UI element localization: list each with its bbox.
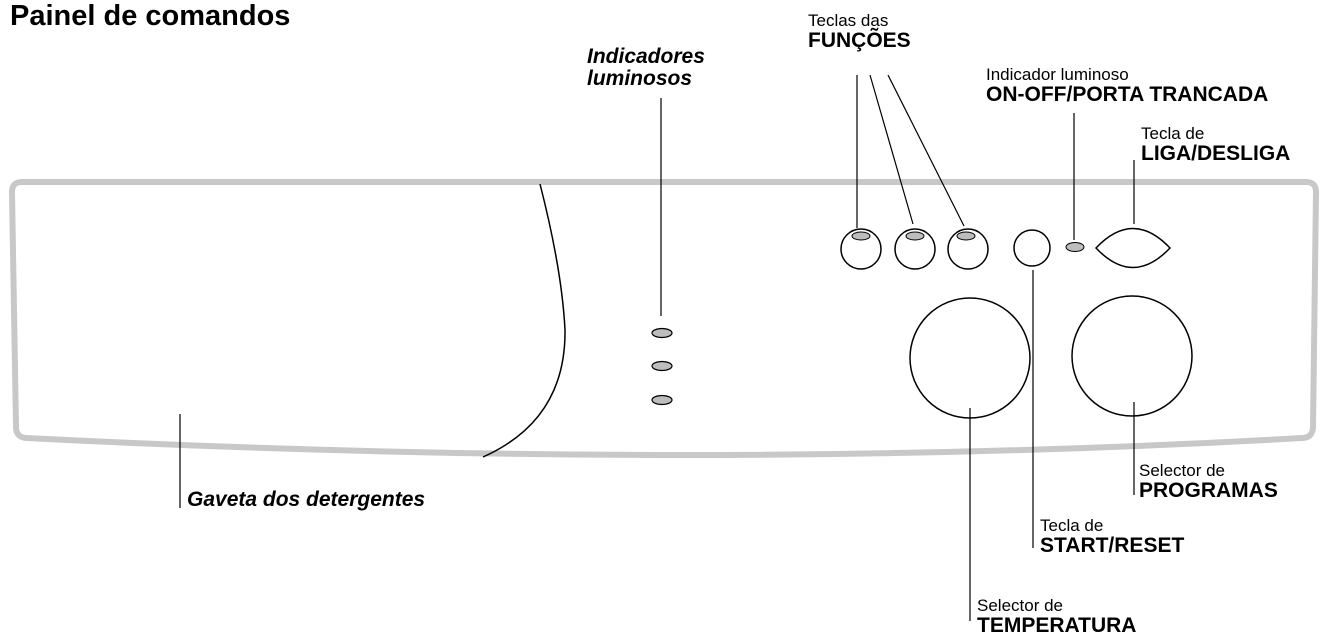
onoff-indicator-label-small: Indicador luminoso <box>986 65 1129 84</box>
start-reset-key <box>1013 229 1051 267</box>
power-key-label: Tecla de LIGA/DESLIGA <box>1141 125 1290 164</box>
power-key-label-big: LIGA/DESLIGA <box>1141 142 1291 165</box>
indicators-label-line1: Indicadores <box>587 45 705 68</box>
function-keys-label: Teclas das FUNÇÕES <box>808 12 911 51</box>
start-key-label-big: START/RESET <box>1040 534 1185 557</box>
onoff-indicator-label-big: ON-OFF/PORTA TRANCADA <box>986 83 1269 106</box>
indicators-label: Indicadores luminosos <box>587 45 705 91</box>
indicator-light-3 <box>651 394 673 406</box>
function-key-2 <box>894 228 936 270</box>
temperature-selector-knob <box>909 297 1031 419</box>
panel-outline <box>8 179 1320 458</box>
detergent-drawer-label: Gaveta dos detergentes <box>187 488 426 511</box>
temperature-selector-label-small: Selector de <box>977 596 1063 615</box>
program-selector-label: Selector de PROGRAMAS <box>1139 462 1278 501</box>
program-selector-label-small: Selector de <box>1139 461 1225 480</box>
indicators-label-line2: luminosos <box>587 67 693 91</box>
leader-function-3 <box>887 74 965 227</box>
temperature-selector-label: Selector de TEMPERATURA <box>977 597 1136 636</box>
power-key-label-small: Tecla de <box>1141 124 1205 143</box>
indicator-light-2 <box>651 360 673 372</box>
detergent-drawer-edge <box>482 183 566 458</box>
program-selector-label-big: PROGRAMAS <box>1139 479 1278 502</box>
onoff-indicator-label: Indicador luminoso ON-OFF/PORTA TRANCADA <box>986 66 1268 105</box>
function-keys-label-big: FUNÇÕES <box>808 29 911 52</box>
onoff-indicator-light <box>1065 242 1085 252</box>
function-key-3 <box>947 228 989 270</box>
program-selector-knob <box>1071 295 1193 417</box>
leader-function-2 <box>869 74 914 225</box>
temperature-selector-label-big: TEMPERATURA <box>977 614 1137 637</box>
start-key-label-small: Tecla de <box>1040 516 1104 535</box>
function-key-1 <box>840 228 882 270</box>
indicator-light-1 <box>651 327 673 339</box>
start-key-label: Tecla de START/RESET <box>1040 517 1184 556</box>
page-title: Painel de comandos <box>10 0 291 32</box>
function-keys-label-small: Teclas das <box>808 11 889 30</box>
power-key <box>1094 227 1172 269</box>
